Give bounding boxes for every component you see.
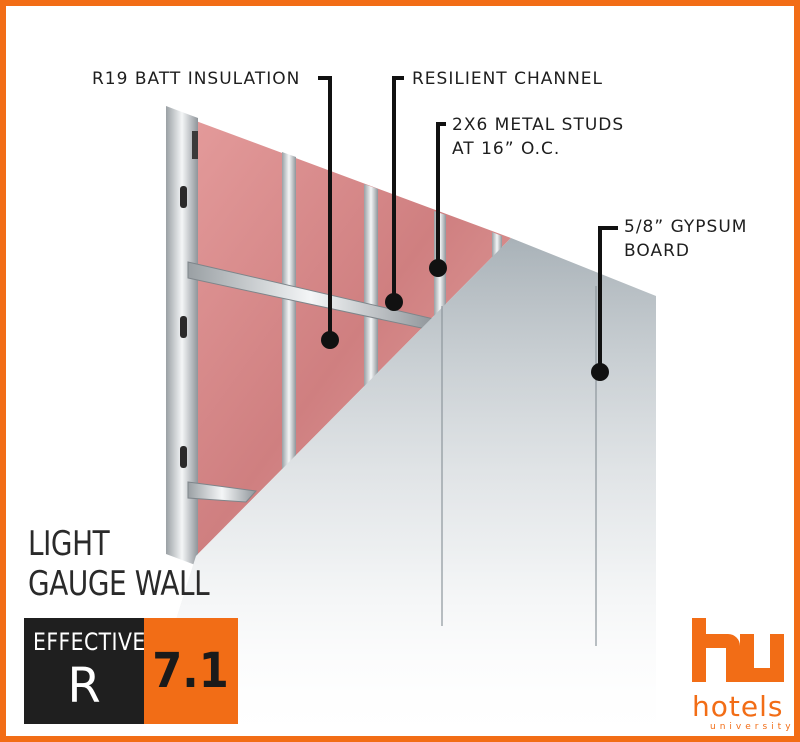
brand-name: hotels bbox=[692, 690, 784, 723]
gypsum-label-line1: 5/8” GYPSUM bbox=[624, 217, 748, 237]
metal-stud bbox=[282, 152, 296, 476]
channel-label: RESILIENT CHANNEL bbox=[412, 69, 604, 89]
metal-stud bbox=[364, 184, 378, 392]
page-title-line2: GAUGE WALL bbox=[28, 564, 210, 604]
page-title-line1: LIGHT bbox=[28, 524, 110, 564]
insulation-leader-dot bbox=[321, 331, 339, 349]
wall-illustration bbox=[139, 76, 784, 736]
studs-label-line2: AT 16” O.C. bbox=[452, 139, 561, 159]
insulation-label: R19 BATT INSULATION bbox=[92, 69, 301, 89]
studs-label-line1: 2X6 METAL STUDS bbox=[452, 115, 625, 135]
r-value-box: 7.1 bbox=[144, 618, 238, 724]
brand-tagline: university bbox=[710, 722, 795, 732]
gypsum-leader-dot bbox=[591, 363, 609, 381]
insulation-batt bbox=[196, 121, 511, 556]
studs-leader bbox=[436, 122, 446, 268]
gypsum-label-line2: BOARD bbox=[624, 241, 690, 261]
channel-leader-dot bbox=[385, 293, 403, 311]
channel-leader bbox=[392, 76, 404, 302]
r-label: R bbox=[67, 658, 101, 714]
r-value-label-box: EFFECTIVE R bbox=[24, 618, 146, 724]
r-value: 7.1 bbox=[152, 643, 230, 699]
gypsum-leader bbox=[598, 226, 618, 372]
studs-leader-dot bbox=[429, 259, 447, 277]
effective-label: EFFECTIVE bbox=[33, 628, 146, 656]
brand-logo-icon bbox=[692, 618, 784, 682]
resilient-channel bbox=[187, 481, 258, 503]
metal-stud bbox=[492, 232, 502, 261]
insulation-leader bbox=[318, 76, 332, 340]
